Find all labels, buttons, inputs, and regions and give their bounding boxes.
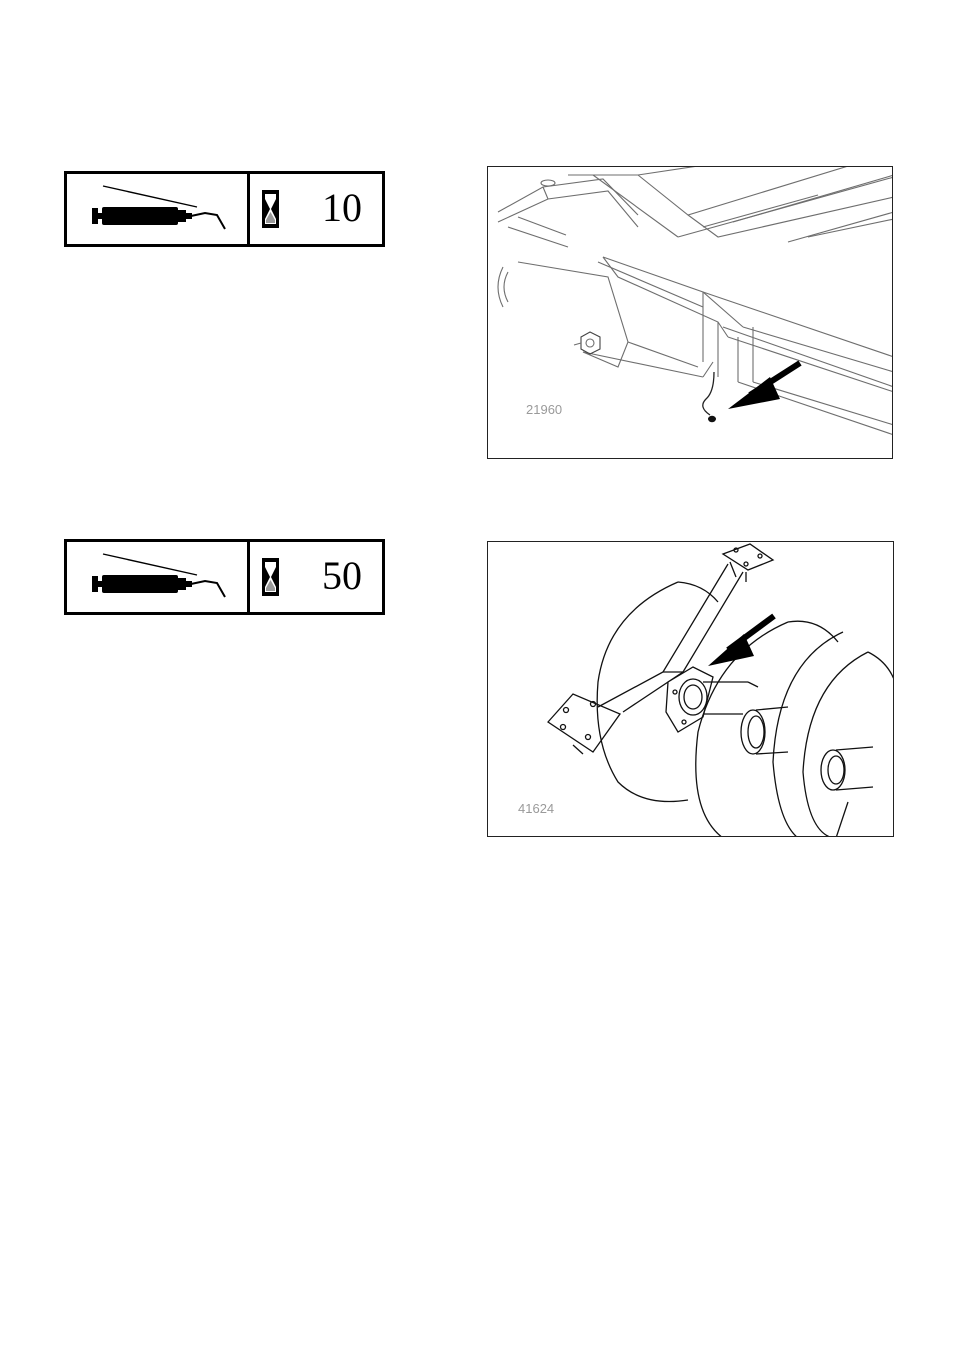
grease-gun-cell	[67, 174, 250, 244]
figure-frame-grease-point: 21960	[487, 166, 893, 459]
hourglass-icon	[262, 558, 279, 596]
figure-number: 21960	[526, 402, 562, 417]
interval-hours: 10	[322, 183, 362, 233]
interval-cell: 10	[250, 174, 382, 244]
interval-cell: 50	[250, 542, 382, 612]
grease-gun-cell	[67, 542, 250, 612]
grease-gun-icon	[67, 174, 250, 244]
disc-bearing-illustration	[488, 542, 894, 837]
lubrication-interval-box: 50	[64, 539, 385, 615]
hourglass-icon	[262, 190, 279, 228]
figure-disc-bearing-grease-point: 41624	[487, 541, 894, 837]
interval-hours: 50	[322, 551, 362, 601]
lubrication-interval-box: 10	[64, 171, 385, 247]
figure-number: 41624	[518, 801, 554, 816]
grease-gun-icon	[67, 542, 250, 612]
